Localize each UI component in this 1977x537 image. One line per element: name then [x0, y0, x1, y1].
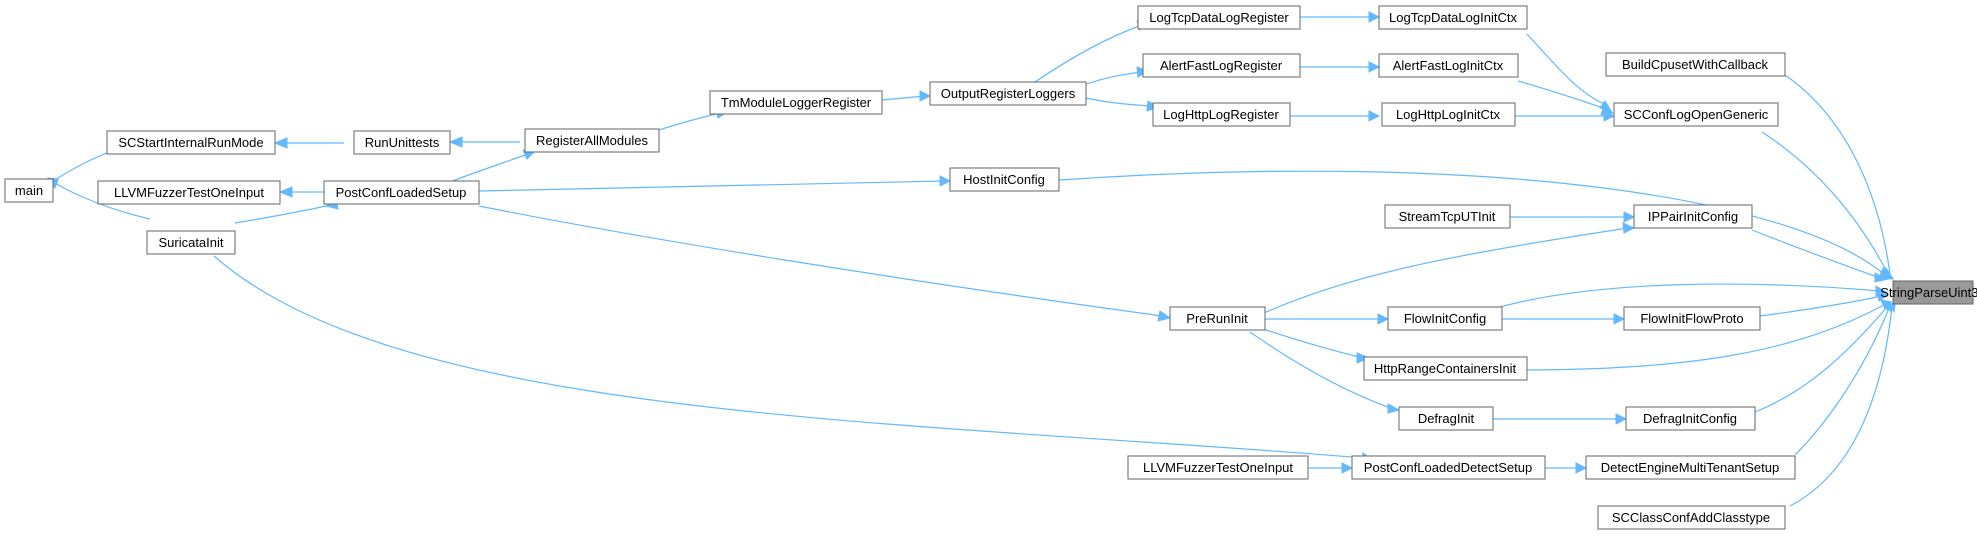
node-log-http-log-init-ctx-label: LogHttpLogInitCtx: [1396, 107, 1501, 122]
node-defrag-init-label: DefragInit: [1418, 411, 1475, 426]
node-sc-class-conf-add-classtype[interactable]: SCClassConfAddClasstype: [1597, 505, 1786, 530]
edge-loghttpinit-loghttpreg: [1290, 110, 1381, 122]
edge-sclog-alertinit: [1517, 80, 1615, 116]
edge-ippair-streamtcp: [1510, 211, 1636, 223]
node-build-cpuset-with-callback[interactable]: BuildCpusetWithCallback: [1605, 52, 1786, 77]
edge-rununit-scstart: [273, 137, 344, 149]
edge-postconf-llvm1: [278, 186, 324, 198]
node-alert-fast-log-register-label: AlertFastLogRegister: [1160, 58, 1283, 73]
node-log-http-log-init-ctx[interactable]: LogHttpLogInitCtx: [1381, 102, 1516, 127]
edge-target-flowproto: [1759, 290, 1890, 317]
node-log-http-log-register-label: LogHttpLogRegister: [1163, 107, 1279, 122]
edge-defragcfg-defraginit: [1493, 413, 1628, 425]
node-pre-run-init[interactable]: PreRunInit: [1169, 306, 1266, 331]
node-flow-init-flow-proto-label: FlowInitFlowProto: [1640, 311, 1743, 326]
edge-defraginit-prerun: [1249, 331, 1401, 414]
node-stream-tcp-ut-init-label: StreamTcpUTInit: [1399, 209, 1496, 224]
edge-sclog-loghttpinit: [1515, 110, 1616, 122]
node-llvm-fuzzer-test-one-input-2[interactable]: LLVMFuzzerTestOneInput: [1127, 455, 1309, 480]
node-tm-module-logger-register-label: TmModuleLoggerRegister: [721, 95, 872, 110]
node-log-tcp-data-log-register-label: LogTcpDataLogRegister: [1149, 10, 1289, 25]
node-llvm-fuzzer-test-one-input-1-label: LLVMFuzzerTestOneInput: [114, 185, 264, 200]
node-host-init-config[interactable]: HostInitConfig: [949, 167, 1060, 192]
edge-target-defragcfg: [1754, 301, 1894, 413]
node-post-conf-loaded-setup[interactable]: PostConfLoadedSetup: [323, 180, 480, 205]
node-tm-module-logger-register[interactable]: TmModuleLoggerRegister: [709, 90, 883, 115]
node-detect-engine-multi-tenant-setup-label: DetectEngineMultiTenantSetup: [1601, 460, 1780, 475]
node-register-all-modules-label: RegisterAllModules: [536, 133, 648, 148]
edge-postdetect-suricata: [213, 255, 1375, 464]
edge-target-ippair: [1751, 229, 1888, 283]
node-sc-conf-log-open-generic-label: SCConfLogOpenGeneric: [1624, 107, 1769, 122]
node-alert-fast-log-init-ctx[interactable]: AlertFastLogInitCtx: [1378, 53, 1519, 78]
node-llvm-fuzzer-test-one-input-1[interactable]: LLVMFuzzerTestOneInput: [97, 180, 281, 205]
edge-postdetect-llvm2: [1308, 462, 1354, 474]
node-run-unittests[interactable]: RunUnittests: [353, 130, 451, 155]
node-http-range-containers-init[interactable]: HttpRangeContainersInit: [1363, 356, 1528, 381]
node-main-label: main: [15, 183, 43, 198]
node-sc-class-conf-add-classtype-label: SCClassConfAddClasstype: [1612, 510, 1770, 525]
edge-target-scclass: [1789, 300, 1896, 507]
edge-loghttpreg-outreg: [1085, 97, 1160, 112]
node-http-range-containers-init-label: HttpRangeContainersInit: [1374, 361, 1517, 376]
edge-alertinit-alertreg: [1300, 61, 1381, 73]
node-sc-start-internal-run-mode[interactable]: SCStartInternalRunMode: [106, 130, 276, 155]
node-pre-run-init-label: PreRunInit: [1186, 311, 1248, 326]
node-string-parse-uint32-label: StringParseUint32: [1880, 285, 1977, 300]
edge-logtcpinit-logtcpreg: [1300, 11, 1381, 23]
node-defrag-init[interactable]: DefragInit: [1398, 406, 1494, 431]
node-output-register-loggers-label: OutputRegisterLoggers: [941, 86, 1076, 101]
node-alert-fast-log-register[interactable]: AlertFastLogRegister: [1142, 53, 1301, 78]
node-defrag-init-config-label: DefragInitConfig: [1643, 411, 1737, 426]
node-flow-init-flow-proto[interactable]: FlowInitFlowProto: [1623, 306, 1761, 331]
edge-httprange-prerun: [1259, 327, 1371, 364]
node-defrag-init-config[interactable]: DefragInitConfig: [1625, 406, 1756, 431]
node-llvm-fuzzer-test-one-input-2-label: LLVMFuzzerTestOneInput: [1143, 460, 1293, 475]
node-post-conf-loaded-detect-setup[interactable]: PostConfLoadedDetectSetup: [1351, 455, 1546, 480]
edge-ippair-prerun: [1263, 222, 1636, 314]
node-suricata-init[interactable]: SuricataInit: [146, 230, 236, 255]
node-output-register-loggers[interactable]: OutputRegisterLoggers: [929, 81, 1087, 106]
node-post-conf-loaded-setup-label: PostConfLoadedSetup: [336, 185, 467, 200]
node-detect-engine-multi-tenant-setup[interactable]: DetectEngineMultiTenantSetup: [1585, 455, 1796, 480]
edge-detectmt-postdetect: [1545, 462, 1588, 474]
edge-target-flowinit: [1499, 283, 1888, 308]
node-run-unittests-label: RunUnittests: [365, 135, 440, 150]
edge-target-sclog: [1761, 131, 1895, 281]
node-log-tcp-data-log-init-ctx[interactable]: LogTcpDataLogInitCtx: [1378, 5, 1528, 30]
node-ip-pair-init-config-label: IPPairInitConfig: [1648, 209, 1738, 224]
edge-regall-rununit: [448, 136, 520, 148]
edge-regall-postconf: [449, 149, 537, 183]
node-stream-tcp-ut-init[interactable]: StreamTcpUTInit: [1384, 204, 1511, 229]
node-ip-pair-init-config[interactable]: IPPairInitConfig: [1633, 204, 1753, 229]
edge-sclog-logtcpinit: [1526, 33, 1613, 112]
node-main[interactable]: main: [4, 178, 54, 203]
node-suricata-init-label: SuricataInit: [158, 235, 223, 250]
node-build-cpuset-with-callback-label: BuildCpusetWithCallback: [1622, 57, 1768, 72]
node-flow-init-config[interactable]: FlowInitConfig: [1387, 306, 1503, 331]
node-register-all-modules[interactable]: RegisterAllModules: [524, 128, 660, 153]
node-log-tcp-data-log-init-ctx-label: LogTcpDataLogInitCtx: [1389, 10, 1517, 25]
node-string-parse-uint32[interactable]: StringParseUint32: [1880, 280, 1977, 305]
node-log-http-log-register[interactable]: LogHttpLogRegister: [1152, 102, 1291, 127]
edge-alertreg-outreg: [1085, 66, 1150, 85]
node-flow-init-config-label: FlowInitConfig: [1404, 311, 1486, 326]
node-sc-start-internal-run-mode-label: SCStartInternalRunMode: [118, 135, 263, 150]
node-host-init-config-label: HostInitConfig: [963, 172, 1045, 187]
node-alert-fast-log-init-ctx-label: AlertFastLogInitCtx: [1393, 58, 1504, 73]
node-post-conf-loaded-detect-setup-label: PostConfLoadedDetectSetup: [1364, 460, 1532, 475]
edge-flowinit-prerun: [1265, 313, 1390, 325]
edge-outreg-tmmod: [881, 90, 932, 102]
node-sc-conf-log-open-generic[interactable]: SCConfLogOpenGeneric: [1613, 102, 1779, 127]
edge-logtcpreg-outreg: [1034, 20, 1149, 83]
node-log-tcp-data-log-register[interactable]: LogTcpDataLogRegister: [1137, 5, 1301, 30]
edge-hostinit-postconf: [478, 175, 952, 192]
edge-flowproto-flowinit: [1502, 313, 1626, 325]
edge-prerun-postconf: [478, 205, 1172, 322]
